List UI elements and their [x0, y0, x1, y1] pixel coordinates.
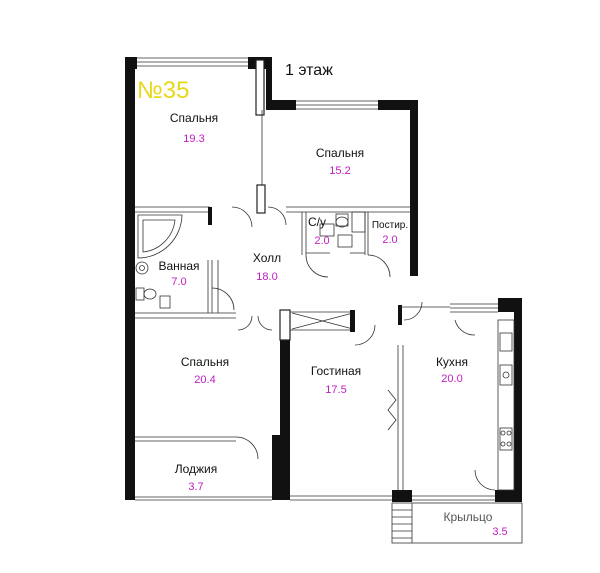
room-area: 17.5	[325, 384, 346, 396]
door-swing	[211, 287, 235, 311]
toilet-icon	[143, 288, 157, 300]
toilet-icon	[335, 216, 349, 228]
room-name: Холл	[253, 251, 281, 265]
kitchen-counter-icon	[497, 319, 515, 491]
wall-stub	[350, 310, 355, 332]
door-swing	[235, 436, 259, 460]
room-name: Спальня	[181, 355, 229, 369]
burner-icon	[506, 430, 512, 436]
wall-stub	[398, 305, 402, 325]
room-area: 19.3	[183, 133, 204, 145]
walls	[125, 57, 522, 502]
toilet-tank-icon	[335, 213, 349, 227]
room-name: Ванная	[158, 259, 199, 273]
loggia-wall	[125, 437, 135, 500]
room-area: 15.2	[329, 165, 350, 177]
kitchen-sink-drain-icon	[502, 371, 510, 379]
wall-corner	[125, 57, 137, 69]
kitchen-sink-icon	[499, 364, 513, 386]
room-name: Спальня	[316, 146, 364, 160]
bathtub-icon	[137, 214, 183, 259]
wall-stub	[208, 207, 212, 225]
room-area: 2.0	[314, 235, 329, 247]
sink-icon	[337, 234, 353, 248]
floor-title: 1 этаж	[285, 62, 333, 79]
room-area: 20.0	[441, 373, 462, 385]
door-swing	[267, 206, 287, 226]
doors	[211, 206, 496, 491]
sliding-door	[387, 389, 397, 431]
room-area: 3.5	[492, 526, 507, 538]
burner-icon	[506, 441, 512, 447]
wall-stub	[256, 184, 266, 214]
room-name: Крыльцо	[444, 510, 493, 524]
porch-outline	[391, 502, 523, 544]
burner-icon	[500, 430, 506, 436]
kitchen-right-wall	[514, 298, 522, 500]
sink-icon	[135, 261, 149, 275]
door-swing	[403, 301, 423, 321]
wall-segment	[266, 100, 296, 110]
wall-segment	[392, 490, 412, 502]
shower-icon	[319, 223, 335, 237]
fridge-icon	[499, 332, 513, 352]
door-swing	[454, 319, 476, 336]
wall-segment	[266, 57, 272, 107]
left-wall	[125, 57, 135, 500]
right-wall-upper	[410, 100, 418, 276]
room-labels: Спальня 19.3 Спальня 15.2 С/у 2.0 Постир…	[158, 111, 507, 538]
living-left-wall	[280, 310, 290, 500]
bidet-icon	[159, 295, 171, 309]
stove-icon	[499, 427, 513, 451]
room-area: 20.4	[194, 374, 215, 386]
toilet-tank-icon	[135, 287, 145, 301]
door-swing	[231, 206, 253, 228]
room-area: 7.0	[171, 276, 186, 288]
bathtub-inner-icon	[142, 219, 176, 253]
door-swing	[237, 315, 253, 331]
apartment-number: №35	[137, 77, 189, 104]
door-swing	[257, 315, 273, 331]
wall-segment	[495, 490, 522, 502]
wall-segment	[378, 100, 418, 110]
room-area: 3.7	[188, 481, 203, 493]
room-area: 2.0	[382, 234, 397, 246]
door-swing	[474, 469, 496, 491]
room-name: Кухня	[436, 355, 468, 369]
wall-stub	[279, 309, 291, 341]
wall-jog	[255, 59, 265, 116]
door-swing	[354, 324, 376, 346]
door-swing	[305, 254, 329, 278]
door-swing	[367, 254, 391, 278]
burner-icon	[500, 441, 506, 447]
sink-drain-icon	[139, 265, 145, 271]
room-name: Постир.	[372, 220, 408, 231]
room-name: Спальня	[170, 111, 218, 125]
washing-machine-icon	[351, 211, 366, 233]
room-name: Лоджия	[175, 462, 218, 476]
fixtures	[135, 211, 523, 544]
room-name: С/у	[308, 215, 326, 229]
wall-segment	[272, 435, 290, 500]
room-area: 18.0	[256, 271, 277, 283]
room-name: Гостиная	[311, 364, 361, 378]
